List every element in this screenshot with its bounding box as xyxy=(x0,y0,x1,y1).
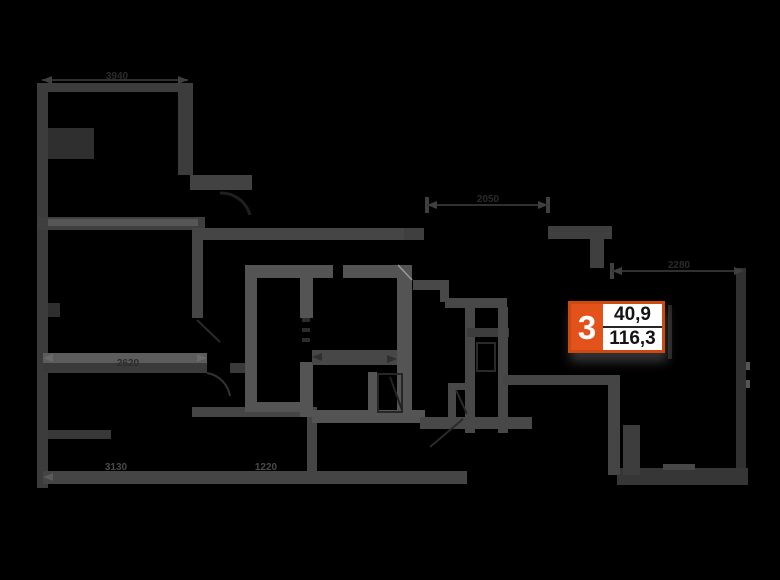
area-value-upper: 40,9 xyxy=(603,304,662,328)
exterior-walls xyxy=(37,83,750,488)
dimension-annotations: 3940 2050 2280 2620 3130 1220 xyxy=(42,71,744,481)
dimension-label: 3940 xyxy=(106,71,129,82)
dimension-label: 2280 xyxy=(668,260,691,271)
dimension-label: 2050 xyxy=(477,194,500,205)
interior-walls-left xyxy=(43,128,317,473)
door-swing-arcs xyxy=(196,191,468,448)
dimension-label: 1220 xyxy=(255,462,278,473)
interior-walls-closets xyxy=(245,265,425,423)
apartment-areas: 40,9 116,3 xyxy=(603,304,662,350)
interior-walls-living xyxy=(503,305,672,475)
dimension-label: 3130 xyxy=(105,462,128,473)
area-value-lower: 116,3 xyxy=(609,328,656,349)
apartment-badge[interactable]: 3 40,9 116,3 xyxy=(568,301,665,353)
dimension-label: 2620 xyxy=(117,358,140,369)
apartment-number: 3 xyxy=(571,304,603,350)
interior-walls-bathroom xyxy=(404,228,532,433)
